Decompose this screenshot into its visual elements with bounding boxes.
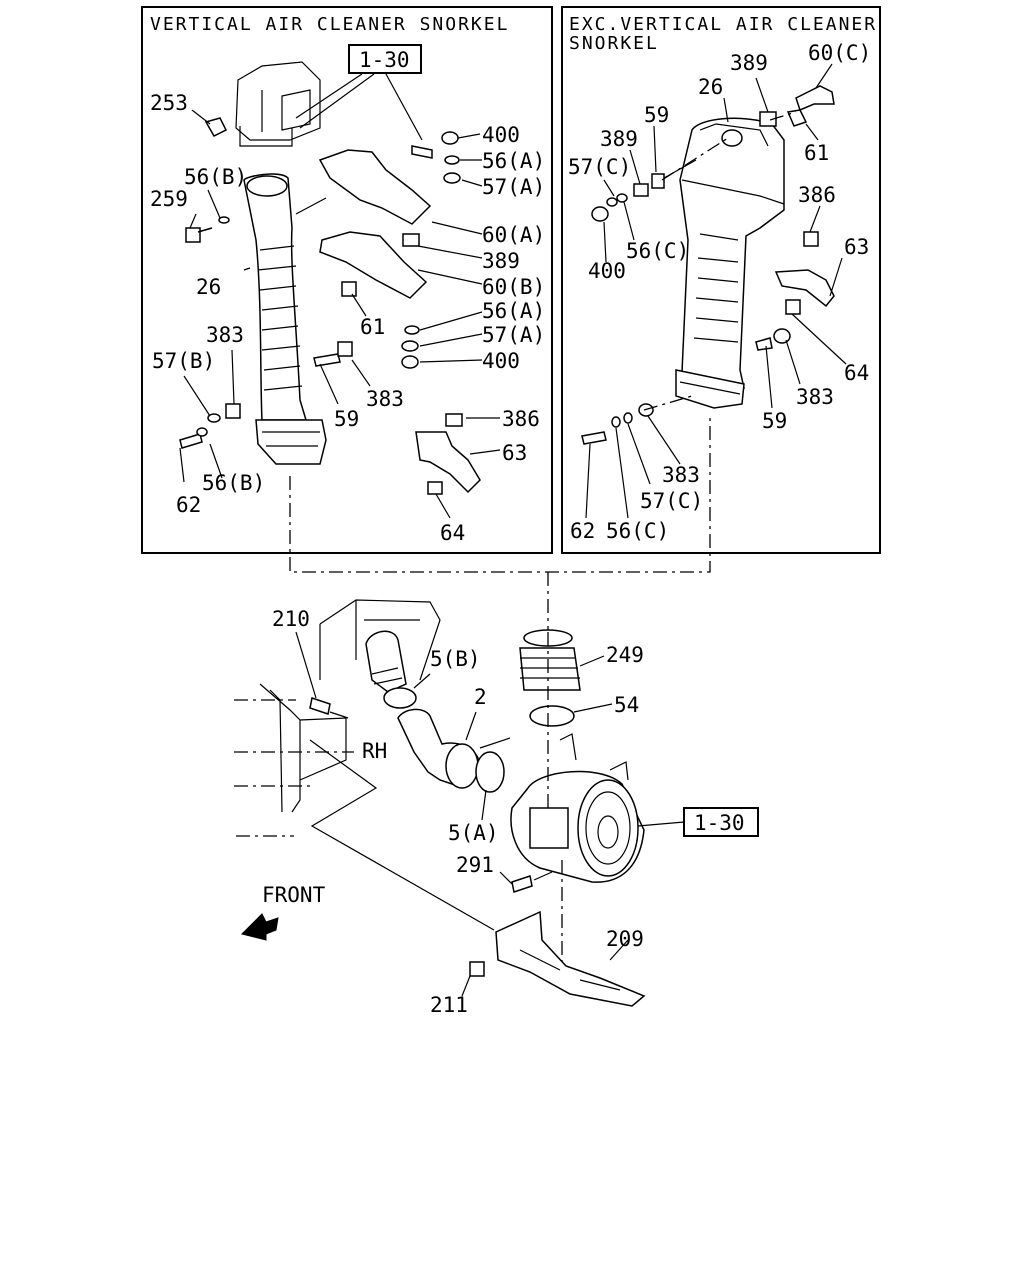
callout-5b: 5(B) (430, 647, 481, 671)
callout-56b-top: 56(B) (184, 165, 247, 189)
main-boxed-ref-frame (683, 807, 759, 837)
callout-59: 59 (334, 407, 359, 431)
callout-r56c-top: 56(C) (626, 239, 689, 263)
main-boxed-ref: 1-30 (694, 811, 745, 835)
callout-56a-top: 56(A) (482, 149, 545, 173)
callout-r56c-bottom: 56(C) (606, 519, 669, 543)
callout-56b-bottom: 56(B) (202, 471, 265, 495)
panel-connector-lines (289, 418, 711, 632)
callout-383-right: 383 (366, 387, 404, 411)
callout-r60c: 60(C) (808, 41, 871, 65)
callout-r64: 64 (844, 361, 869, 385)
callout-57a-mid: 57(A) (482, 323, 545, 347)
left-panel-callouts: 253 400 56(A) 57(A) 56(B) 259 60(A) 389 … (150, 91, 545, 545)
left-panel-frame (141, 6, 553, 554)
left-snorkel-assembly: 1-30 (179, 44, 501, 519)
callout-211: 211 (430, 993, 468, 1017)
callout-259: 259 (150, 187, 188, 211)
callout-60a: 60(A) (482, 223, 545, 247)
callout-r389-top: 389 (730, 51, 768, 75)
callout-62: 62 (176, 493, 201, 517)
callout-r57c-bottom: 57(C) (640, 489, 703, 513)
callout-400-top: 400 (482, 123, 520, 147)
callout-2: 2 (474, 685, 487, 709)
callout-r389-mid: 389 (600, 127, 638, 151)
callout-400-bottom: 400 (482, 349, 520, 373)
callout-249: 249 (606, 643, 644, 667)
callout-r59-top: 59 (644, 103, 669, 127)
callout-61: 61 (360, 315, 385, 339)
callout-front: FRONT (262, 883, 326, 907)
callout-r61: 61 (804, 141, 829, 165)
main-assembly: 1-30 (234, 599, 759, 1007)
callout-56a-mid: 56(A) (482, 299, 545, 323)
right-panel-title-line1: EXC.VERTICAL AIR CLEANER (569, 14, 877, 35)
right-panel-title-line2: SNORKEL (569, 33, 659, 54)
callout-r26: 26 (698, 75, 723, 99)
left-panel-title: VERTICAL AIR CLEANER SNORKEL (150, 14, 509, 35)
callout-r57c-top: 57(C) (568, 155, 631, 179)
callout-54: 54 (614, 693, 639, 717)
callout-r383-right: 383 (796, 385, 834, 409)
callout-253: 253 (150, 91, 188, 115)
callout-57b: 57(B) (152, 349, 215, 373)
main-callouts: 210 5(B) 249 2 54 RH 5(A) 291 FRONT 209 … (262, 607, 644, 1017)
right-panel-callouts: 389 60(C) 26 59 389 61 57(C) 386 56(C) 6… (568, 41, 871, 543)
callout-5a: 5(A) (448, 821, 499, 845)
callout-210: 210 (272, 607, 310, 631)
callout-r59-bottom: 59 (762, 409, 787, 433)
callout-rh: RH (362, 739, 387, 763)
callout-r383-bottom: 383 (662, 463, 700, 487)
callout-r386: 386 (798, 183, 836, 207)
right-snorkel-assembly (581, 63, 847, 519)
callout-r400: 400 (588, 259, 626, 283)
callout-389: 389 (482, 249, 520, 273)
callout-383-left: 383 (206, 323, 244, 347)
callout-209: 209 (606, 927, 644, 951)
callout-63: 63 (502, 441, 527, 465)
callout-r63: 63 (844, 235, 869, 259)
callout-57a-top: 57(A) (482, 175, 545, 199)
callout-60b: 60(B) (482, 275, 545, 299)
right-panel-frame (561, 6, 881, 554)
left-boxed-ref-frame (348, 44, 422, 74)
callout-64: 64 (440, 521, 465, 545)
callout-386: 386 (502, 407, 540, 431)
callout-26: 26 (196, 275, 221, 299)
left-boxed-ref: 1-30 (359, 48, 410, 72)
callout-291: 291 (456, 853, 494, 877)
front-direction-arrow-icon (241, 913, 279, 941)
callout-r62: 62 (570, 519, 595, 543)
